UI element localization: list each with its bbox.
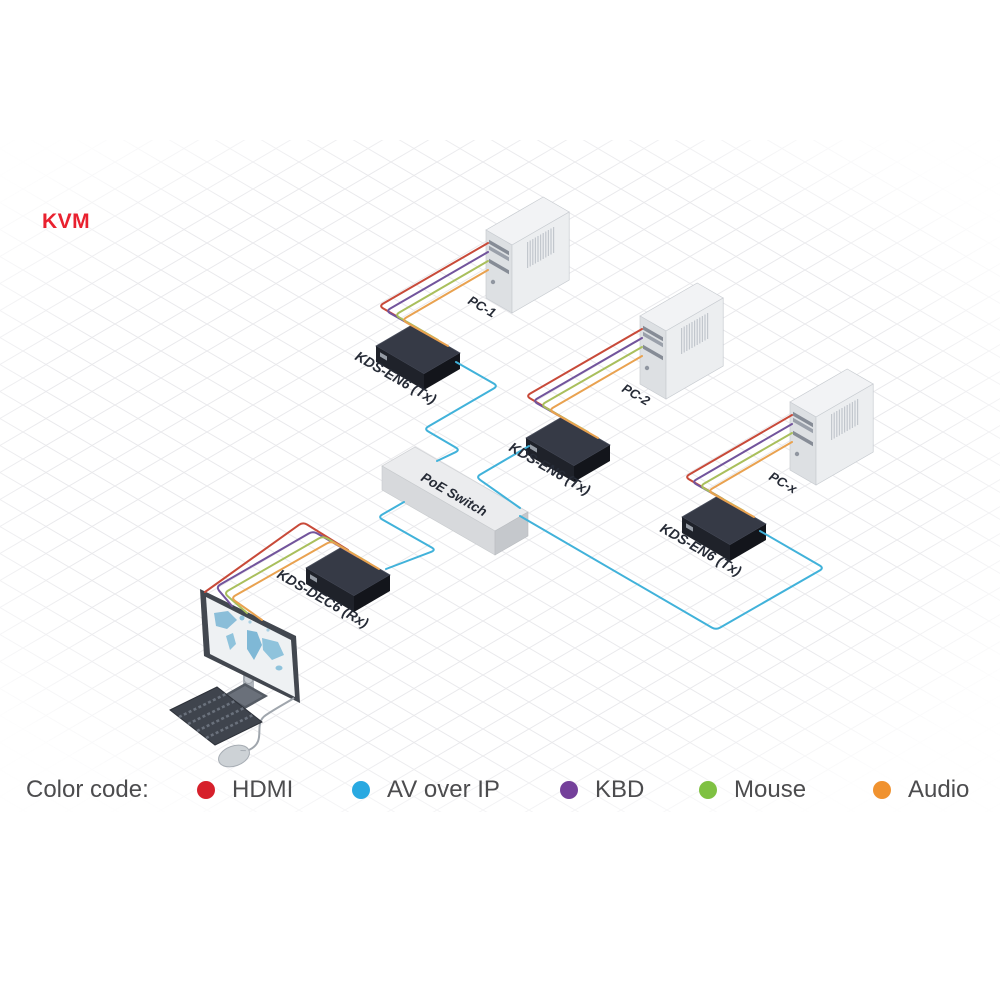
- mouse-color-dot: [699, 781, 717, 799]
- legend-item-label: AV over IP: [387, 776, 500, 803]
- av-over-ip-color-dot: [352, 781, 370, 799]
- wire-pc2-enc2-audio: [550, 355, 643, 439]
- wire-dec-monitor-hdmi: [204, 522, 349, 593]
- wires-layer: [204, 242, 823, 630]
- wire-enc2-switch-av: [477, 445, 530, 509]
- world-map: [214, 611, 284, 671]
- kbd-color-dot: [560, 781, 578, 799]
- wire-pc1-enc1-mouse: [396, 260, 489, 341]
- wire-pc1-enc1-audio: [403, 269, 489, 347]
- color-code-legend: Color code: HDMI AV over IP KBD Mouse Au…: [0, 774, 1000, 806]
- wire-dec-monitor-audio: [232, 541, 380, 621]
- wire-pcx-enc3-mouse: [701, 432, 793, 512]
- legend-item-label: HDMI: [232, 776, 294, 803]
- workstation: [169, 589, 300, 768]
- page-title: KVM: [42, 210, 91, 233]
- legend-item-hdmi: HDMI: [197, 774, 293, 806]
- wire-dec-monitor-mouse: [225, 536, 370, 614]
- legend-item-label: Mouse: [734, 776, 807, 803]
- wire-pc1-enc1-kbd: [387, 251, 489, 335]
- wire-switch-dec-av: [379, 501, 435, 570]
- legend-item-mouse: Mouse: [699, 774, 806, 806]
- legend-item-label: Audio: [908, 776, 970, 803]
- legend-item-label: KBD: [595, 776, 645, 803]
- wire-pc2-enc2-mouse: [542, 346, 643, 433]
- audio-color-dot: [873, 781, 891, 799]
- wire-pc2-enc2-hdmi: [527, 328, 643, 421]
- legend-item-audio: Audio: [873, 774, 969, 806]
- keyboard: [169, 686, 263, 746]
- wire-pcx-enc3-hdmi: [686, 414, 793, 500]
- poe-switch: [381, 446, 529, 556]
- hdmi-color-dot: [197, 781, 215, 799]
- legend-title: Color code:: [26, 776, 149, 803]
- wire-pc2-enc2-kbd: [534, 337, 643, 427]
- wire-pcx-enc3-audio: [709, 441, 793, 518]
- wire-dec-monitor-kbd: [216, 531, 359, 607]
- legend-item-av-over-ip: AV over IP: [352, 774, 500, 806]
- mouse: [218, 744, 250, 768]
- legend-item-kbd: KBD: [560, 774, 644, 806]
- wire-enc1-switch-av: [425, 361, 497, 462]
- wire-enc3-switch-av: [519, 515, 823, 630]
- mouse-cable: [248, 697, 295, 751]
- wire-pc1-enc1-hdmi: [380, 242, 489, 329]
- wire-pcx-enc3-kbd: [693, 423, 793, 506]
